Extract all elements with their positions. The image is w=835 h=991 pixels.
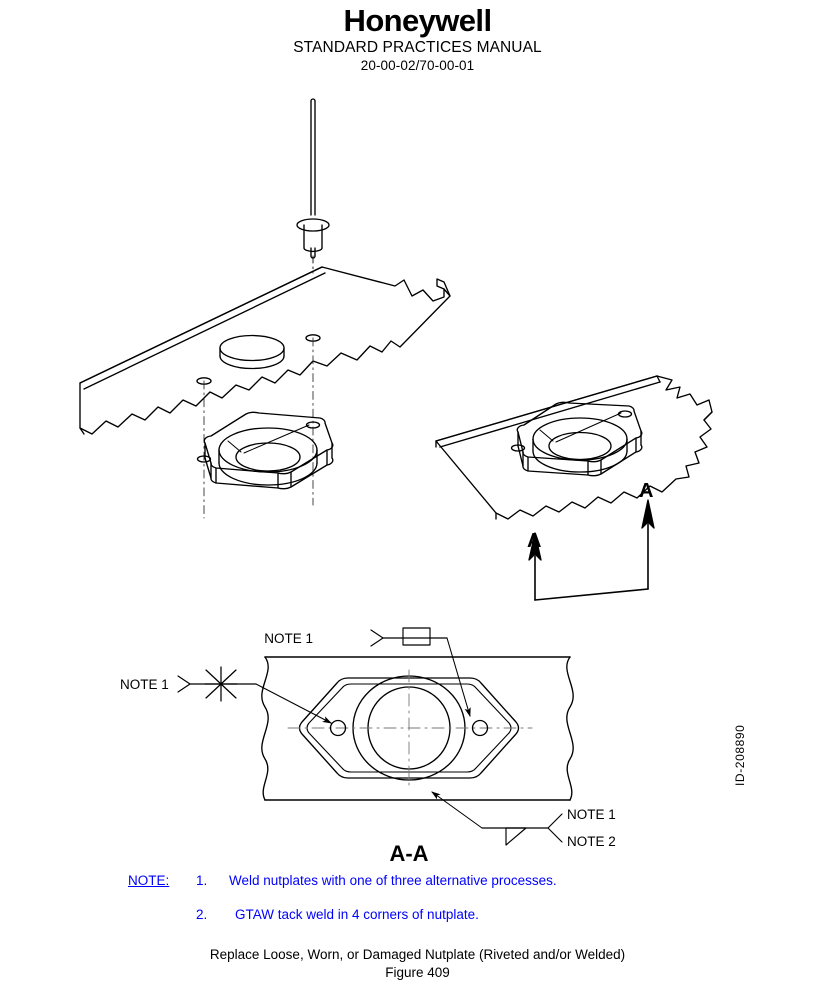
section-ear-hole-right [471,719,489,737]
notes-block: NOTE: 1. Weld nutplates with one of thre… [0,872,835,940]
nutplate-installed [510,401,643,477]
structure-panel-left [79,266,451,435]
weld-symbol-bottom-right [431,791,563,846]
document-header: Honeywell STANDARD PRACTICES MANUAL 20-0… [0,0,835,74]
brand-logo-honeywell: Honeywell [343,3,493,38]
section-view-label: A-A [389,841,428,866]
callout-note1-left: NOTE 1 [120,677,169,692]
section-marker-a-right: A [639,480,653,502]
section-centerlines [287,669,533,791]
nutplate-bore [235,442,301,472]
note-number-1: 1. [196,873,208,888]
blind-rivet [296,98,330,259]
nutplate-ear-hole-left [196,455,212,463]
structure-panel-right [435,375,713,520]
notes-keyword: NOTE: [128,873,170,888]
panel-center-hole [219,334,285,370]
note-text-1: Weld nutplates with one of three alterna… [229,873,557,888]
figure-number: Figure 409 [385,964,450,980]
note-number-2: 2. [196,907,208,922]
callout-note1-bottom: NOTE 1 [567,807,616,822]
figure-caption-block: Replace Loose, Worn, or Damaged Nutplate… [0,946,835,981]
section-ear-hole-left [329,719,347,737]
section-panel-band [261,656,574,801]
weld-symbol-left [177,666,332,724]
callout-note1-top: NOTE 1 [264,631,313,646]
manual-number: 20-00-02/70-00-01 [360,58,475,73]
section-marker-a-left: A [527,530,541,552]
section-arrow-left [528,532,542,561]
section-arrow-right [641,499,655,529]
note-item-1: NOTE: 1. Weld nutplates with one of thre… [0,872,835,906]
callout-note2-bottom: NOTE 2 [567,834,616,849]
nutplate-barrel-top [218,427,318,473]
note-item-2: 2. GTAW tack weld in 4 corners of nutpla… [0,906,835,940]
weld-symbol-top [370,627,471,718]
nutplate-exploded [196,411,334,490]
manual-title: STANDARD PRACTICES MANUAL [293,39,542,56]
nutplate-ear-hole-right [305,421,321,429]
section-cut-line [534,523,649,601]
figure-caption-title: Replace Loose, Worn, or Damaged Nutplate… [209,947,626,962]
note-text-2: GTAW tack weld in 4 corners of nutplate. [235,907,479,922]
illustration-id: ID-208890 [733,724,747,786]
